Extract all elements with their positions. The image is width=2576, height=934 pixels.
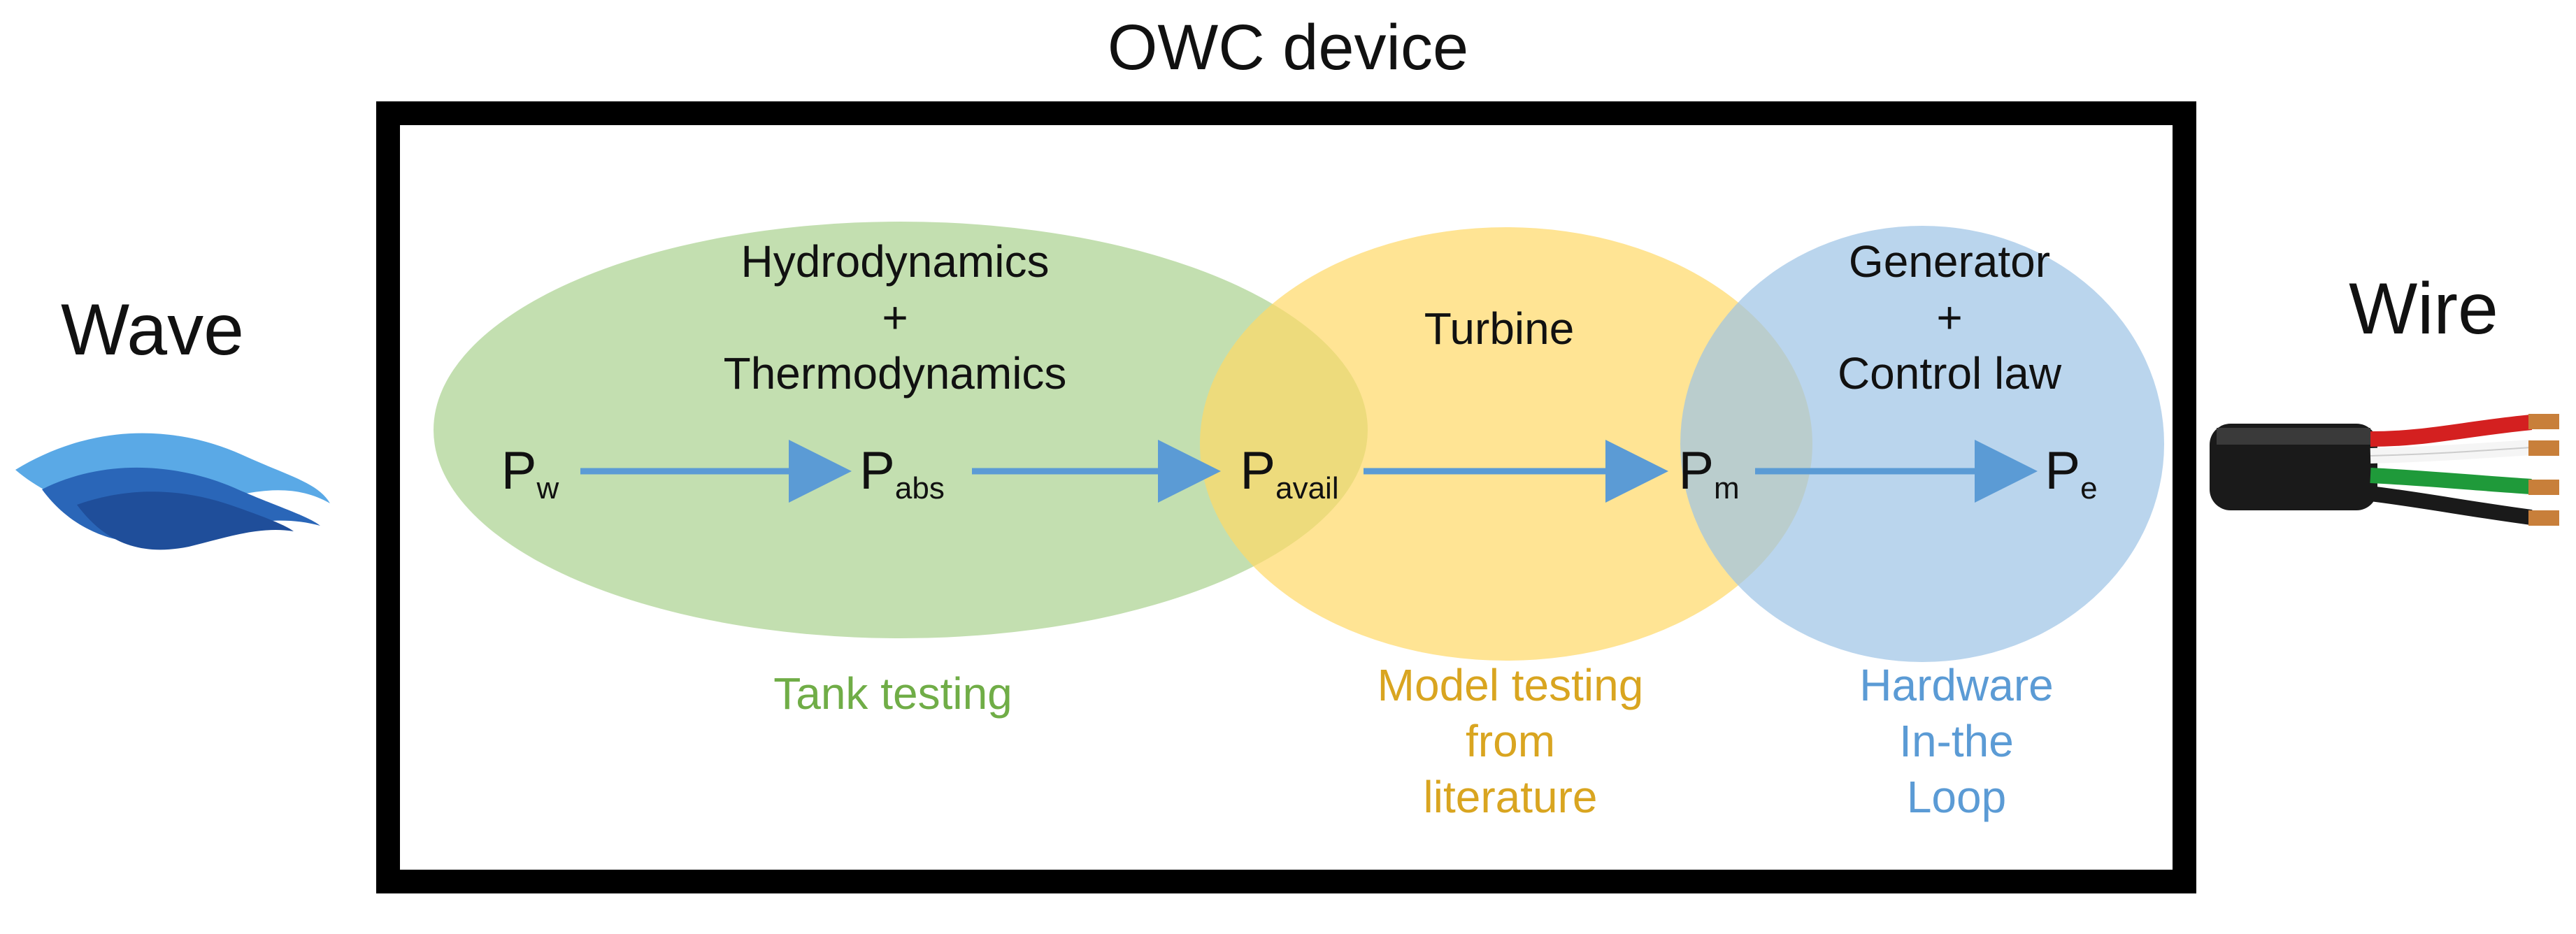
generator-ellipse [1680,226,2164,662]
hil-line-3: Loop [1906,772,2007,822]
wire-label: Wire [2349,268,2498,350]
power-pavail: Pavail [1240,441,1339,505]
hydrodynamics-ellipse [434,222,1368,638]
hydrodynamics-label: Hydrodynamics + Thermodynamics [724,234,1067,401]
power-pe: Pe [2045,441,2098,505]
generator-line-1: Generator [1848,236,2051,287]
hil-label: Hardware In-the Loop [1859,657,2053,825]
model-line-1: Model testing [1377,660,1644,710]
hil-line-1: Hardware [1859,660,2054,710]
hydro-line-3: Thermodynamics [723,348,1067,398]
power-pw: Pw [501,441,559,505]
wave-icon [15,433,330,550]
hil-line-2: In-the [1899,716,2014,766]
owc-device-frame [376,101,2196,893]
generator-label: Generator + Control law [1838,234,2061,401]
model-line-3: literature [1423,772,1598,822]
hydro-line-1: Hydrodynamics [740,236,1050,287]
wave-label: Wave [61,289,244,371]
model-testing-label: Model testing from literature [1378,657,1644,825]
generator-line-2: + [1936,292,1963,343]
turbine-label: Turbine [1424,303,1575,354]
model-line-2: from [1466,716,1555,766]
tank-testing-label: Tank testing [773,668,1012,719]
hydro-line-2: + [882,292,908,343]
power-pm: Pm [1678,441,1740,505]
generator-line-3: Control law [1837,348,2062,398]
power-pabs: Pabs [859,441,945,505]
turbine-ellipse [1200,227,1812,661]
diagram-title: OWC device [1107,12,1469,83]
wire-icon [2210,414,2559,526]
